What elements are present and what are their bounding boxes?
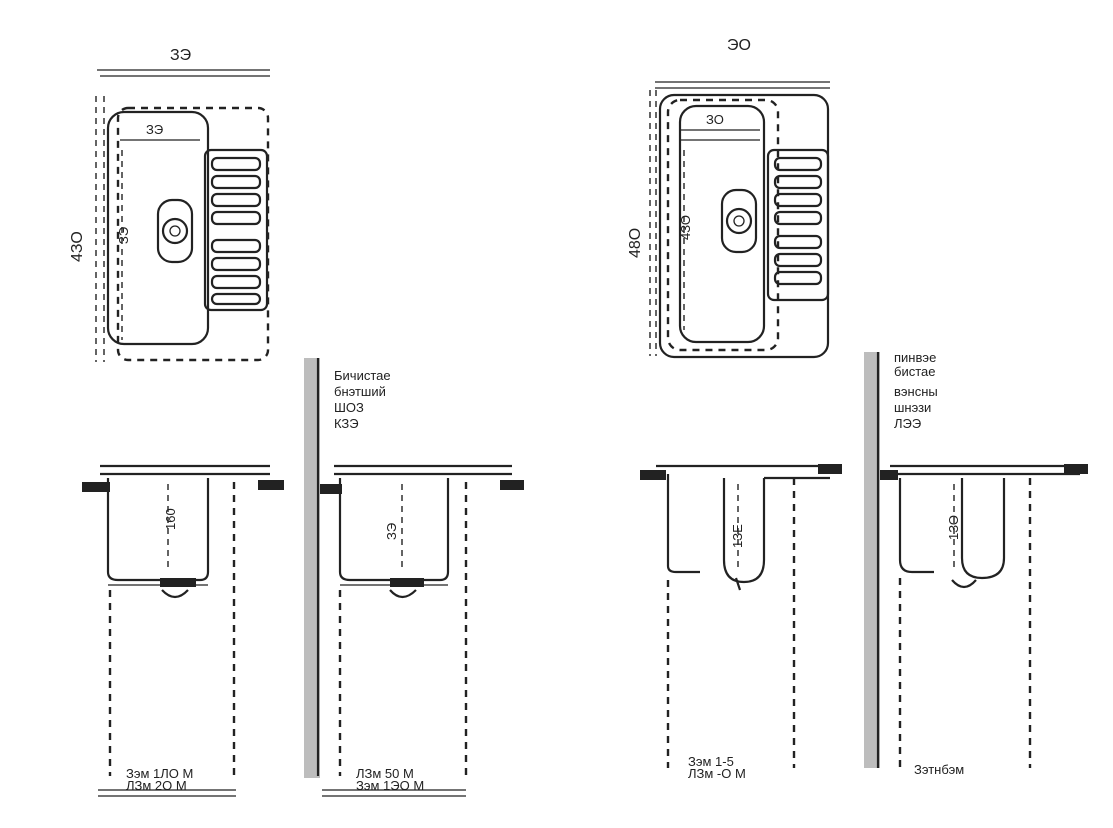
- wall-hatch: [304, 358, 320, 778]
- mount-clip-left: [640, 470, 666, 480]
- mount-clip-left: [82, 482, 110, 492]
- section-view-4: пинвэе бистае вэнсны шнэзи ЛЭЭ 1ЗО Зэтнб…: [864, 350, 1088, 777]
- bottom-label-a: Зэм 1ЛО М: [126, 766, 193, 781]
- bottom-label-a: Зэтнбэм: [914, 762, 964, 777]
- bowl-profile: [106, 478, 210, 582]
- drain-outlet: [390, 578, 424, 587]
- drainboard-ribs: [766, 148, 830, 302]
- height-dimension-label: 4ЗО: [69, 231, 86, 262]
- bottom-label-b: ЛЗм 2О М: [126, 778, 187, 793]
- height-dimension-label: 48О: [627, 228, 644, 258]
- inner-height-dim-label: 4ЗО: [678, 215, 693, 240]
- width-dimension-label: ЭО: [727, 37, 751, 54]
- bottom-label-a: ЛЗм 50 М: [356, 766, 414, 781]
- basin-outline: [678, 104, 766, 344]
- section-view-2: Бичистае бнэтший ШОЗ КЗЭ ЗЭ ЛЗм 50 М Зэм…: [304, 358, 524, 797]
- bottom-label-a: Зэм 1-5: [688, 754, 734, 769]
- wall-note-line-1: Бичистае: [334, 368, 391, 383]
- drain-icon: [156, 198, 194, 264]
- depth-dim-label: 160: [163, 508, 178, 530]
- plan-view-right: ЭО 48О ЗО 4ЗО: [627, 37, 830, 359]
- inner-width-dim-label: ЗО: [706, 112, 724, 127]
- wall-note-line-5: ЛЭЭ: [894, 416, 921, 431]
- width-dimension-label: ЗЭ: [170, 47, 191, 64]
- drain-outlet: [160, 578, 196, 587]
- depth-dim-label: 1ЗО: [946, 515, 961, 540]
- mount-clip-right: [500, 480, 524, 490]
- section-view-1: 160 Зэм 1ЛО М ЛЗм 2О М: [82, 464, 284, 797]
- depth-dim-label: 1ЗЕ: [730, 524, 745, 548]
- mount-clip-left: [880, 470, 898, 480]
- bottom-label-b: Зэм 1ЭО М: [356, 778, 424, 793]
- wall-note-line-2: бнэтший: [334, 384, 386, 399]
- wall-hatch: [864, 352, 880, 768]
- bowl-profile: [898, 478, 934, 574]
- mount-clip-right: [818, 464, 842, 474]
- wall-note-line-3: ШОЗ: [334, 400, 364, 415]
- wall-note-line-3: вэнсны: [894, 384, 938, 399]
- mount-clip-right: [258, 480, 284, 490]
- plan-view-left: ЗЭ 4ЗО ЗЭ ЗЭ: [69, 47, 270, 362]
- depth-dim-label: ЗЭ: [384, 523, 399, 540]
- wall-note-line-4: КЗЭ: [334, 416, 359, 431]
- mount-clip-left: [320, 484, 342, 494]
- drainboard-ribs: [203, 148, 269, 312]
- wall-note-line-2: бистае: [894, 364, 935, 379]
- wall-note-line-4: шнэзи: [894, 400, 931, 415]
- mount-clip-right: [1064, 464, 1088, 474]
- bowl-profile: [666, 474, 700, 574]
- drain-icon: [720, 188, 758, 254]
- wall-note-line-1: пинвэе: [894, 350, 936, 365]
- section-view-3: 1ЗЕ Зэм 1-5 ЛЗм -О М: [640, 464, 842, 781]
- inner-width-dim-label: ЗЭ: [146, 122, 163, 137]
- bottom-label-b: ЛЗм -О М: [688, 766, 746, 781]
- basin-inner-contour: [666, 98, 780, 352]
- basin-outline: [106, 110, 210, 346]
- inner-height-dim-label: ЗЭ: [116, 227, 131, 244]
